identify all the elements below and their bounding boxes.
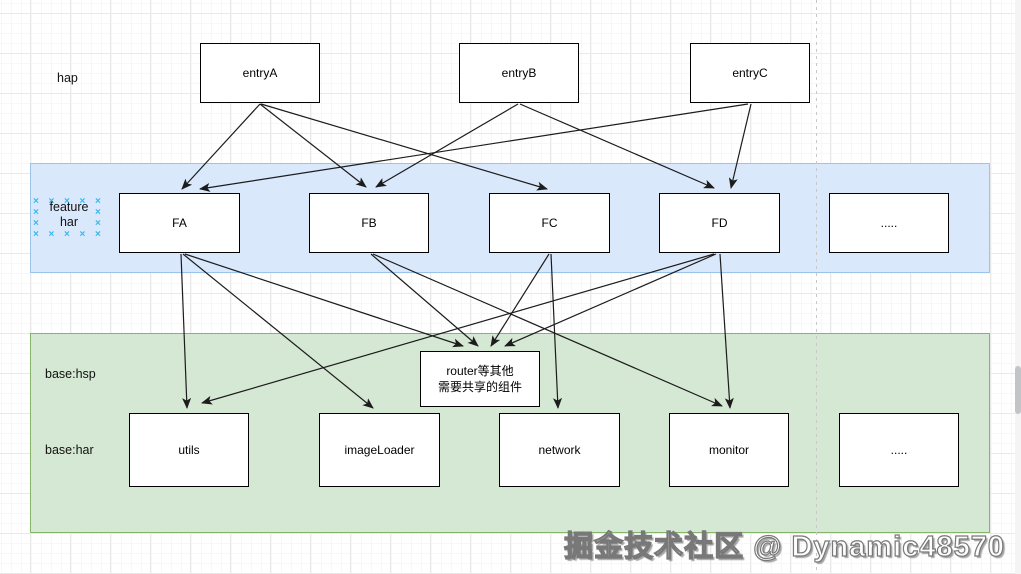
feature-har-selection[interactable]: ×××××××××××××× feature har [33, 197, 105, 241]
edge-entryB-to-FD[interactable] [519, 103, 715, 189]
vertical-scrollbar-track[interactable] [1015, 0, 1021, 574]
node-feature-others[interactable]: ..... [829, 193, 949, 253]
feature-label-line2: har [59, 215, 79, 229]
selection-x-icon: × [79, 229, 86, 240]
node-entryA[interactable]: entryA [200, 43, 320, 103]
watermark-text: 掘金技术社区 @ Dynamic48570 [563, 530, 1005, 563]
edge-entryA-to-FC[interactable] [260, 103, 548, 191]
selection-x-icon: × [95, 229, 101, 240]
base-hsp-layer-label[interactable]: base:hsp [45, 367, 96, 381]
selection-x-icon: × [48, 229, 55, 240]
edge-FA-to-utils[interactable] [180, 253, 192, 409]
base-har-layer-label[interactable]: base:har [45, 443, 94, 457]
selection-x-icon: × [95, 196, 101, 207]
selection-x-icon: × [64, 196, 70, 207]
edge-FD-to-router[interactable] [504, 253, 717, 347]
edge-entryB-to-FB[interactable] [375, 103, 519, 188]
node-label: FC [541, 216, 558, 230]
node-FD[interactable]: FD [659, 193, 780, 253]
edge-FC-to-router[interactable] [490, 253, 550, 347]
selection-x-icon: × [48, 196, 55, 207]
node-label: utils [178, 443, 200, 457]
node-FA[interactable]: FA [119, 193, 240, 253]
feature-label-line1: feature [49, 200, 89, 214]
node-imageLoader[interactable]: imageLoader [319, 413, 440, 487]
edge-entryA-to-FA[interactable] [181, 103, 261, 190]
node-network[interactable]: network [499, 413, 620, 487]
edge-FB-to-router[interactable] [370, 253, 479, 347]
node-label: FB [361, 216, 377, 230]
edge-entryC-to-FD[interactable] [728, 103, 752, 189]
node-label: imageLoader [344, 443, 415, 457]
node-label: FD [711, 216, 728, 230]
node-FC[interactable]: FC [489, 193, 610, 253]
edge-FA-to-router[interactable] [184, 253, 464, 348]
node-label: entryC [732, 66, 768, 80]
selection-x-icon: × [33, 196, 39, 207]
node-label: monitor [708, 443, 749, 457]
node-base-others[interactable]: ..... [839, 413, 959, 487]
selection-x-icon: × [64, 229, 70, 240]
node-router[interactable]: router等其他需要共享的组件 [420, 351, 540, 407]
node-label: entryB [501, 66, 537, 80]
node-label: ..... [880, 216, 898, 230]
hap-layer-label[interactable]: hap [57, 71, 78, 85]
edge-FD-to-utils[interactable] [201, 253, 715, 405]
node-label: router等其他 [446, 364, 514, 378]
page-break-guide [816, 0, 817, 574]
feature-har-layer-label: feature har [33, 200, 105, 230]
edge-FD-to-monitor[interactable] [719, 253, 734, 409]
selection-x-icon: × [79, 196, 86, 207]
edge-FC-to-network[interactable] [550, 253, 563, 409]
selection-x-icon: × [33, 207, 39, 218]
selection-x-icon: × [33, 218, 39, 229]
node-label: FA [172, 216, 187, 230]
node-label: 需要共享的组件 [437, 380, 522, 394]
node-utils[interactable]: utils [129, 413, 249, 487]
edge-entryC-to-FA[interactable] [199, 103, 749, 192]
edge-entryA-to-FB[interactable] [259, 103, 367, 188]
node-entryB[interactable]: entryB [459, 43, 579, 103]
node-label: entryA [242, 66, 278, 80]
node-entryC[interactable]: entryC [690, 43, 810, 103]
edge-FB-to-monitor[interactable] [372, 253, 723, 407]
selection-x-icon: × [33, 229, 39, 240]
selection-x-icon: × [95, 207, 101, 218]
node-monitor[interactable]: monitor [669, 413, 789, 487]
node-label: ..... [890, 443, 908, 457]
vertical-scrollbar-thumb[interactable] [1015, 366, 1021, 414]
node-FB[interactable]: FB [309, 193, 429, 253]
edge-FA-to-imageLoader[interactable] [182, 253, 374, 409]
selection-x-icon: × [95, 218, 101, 229]
node-label: network [538, 443, 581, 457]
